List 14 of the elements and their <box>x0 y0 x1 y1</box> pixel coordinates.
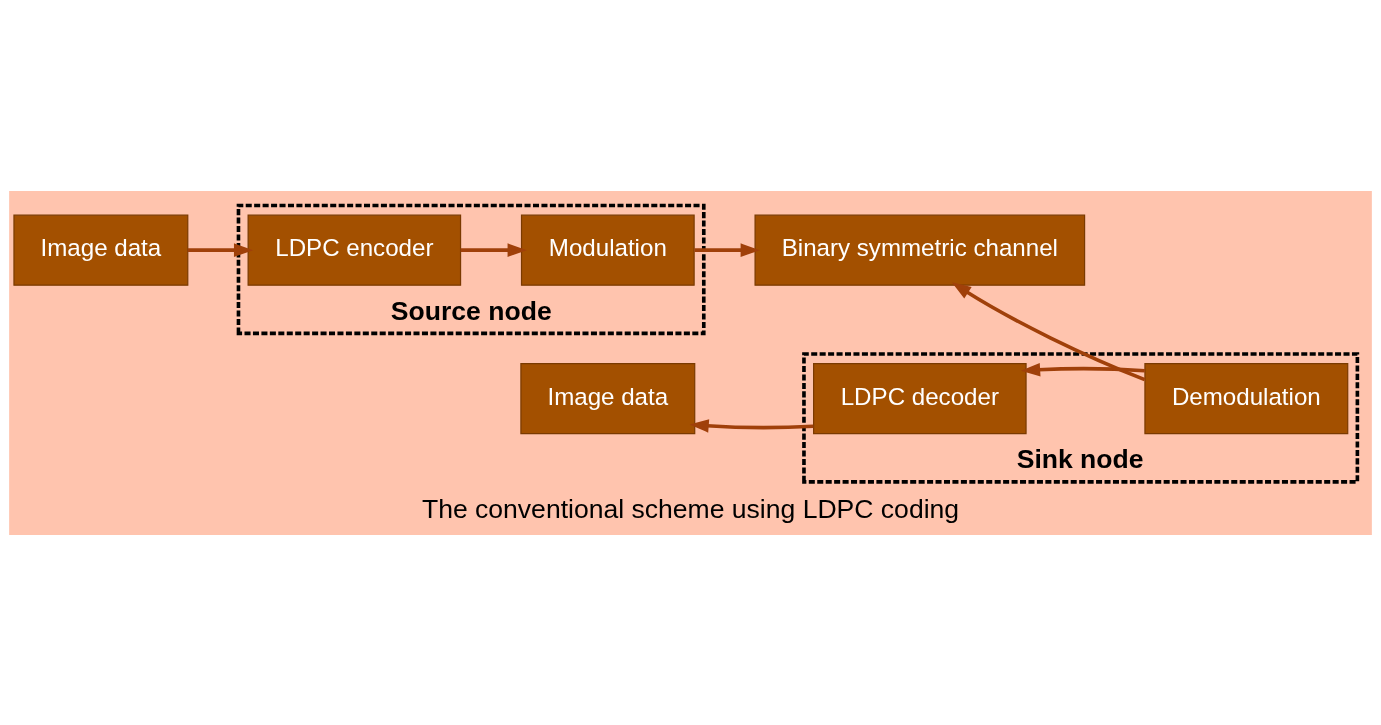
node-box: LDPC decoder <box>813 362 1027 434</box>
arrow <box>1020 362 1145 376</box>
arrow <box>951 281 1146 381</box>
arrow <box>689 418 814 433</box>
node-box: Image data <box>13 214 189 286</box>
arrow <box>187 242 254 257</box>
node-box: Modulation <box>520 214 695 286</box>
arrow <box>460 242 527 257</box>
node-box: Binary symmetric channel <box>754 214 1086 286</box>
node-box: LDPC encoder <box>247 214 462 286</box>
node-box: Demodulation <box>1144 362 1349 434</box>
caption: The conventional scheme using LDPC coding <box>421 493 960 524</box>
arrow <box>694 242 760 257</box>
node-box: Image data <box>520 362 696 434</box>
